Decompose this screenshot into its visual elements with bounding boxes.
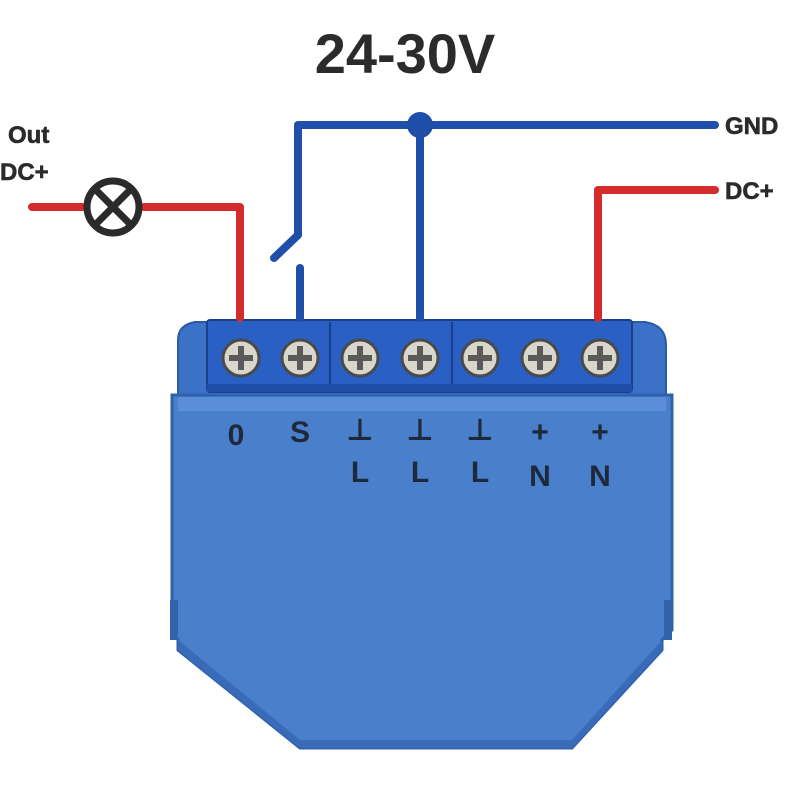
wiring <box>28 112 719 322</box>
out-dc-plus-label: DC+ <box>0 159 49 186</box>
module-body-band <box>178 397 666 411</box>
terminal-label-top: ⊥ <box>346 414 373 447</box>
dc-plus-wire <box>594 186 719 322</box>
terminal-screw-icon <box>520 338 560 378</box>
output-wire <box>140 203 244 322</box>
out-label: Out <box>8 122 49 149</box>
voltage-title: 24-30V <box>315 22 496 85</box>
terminal-label-bottom: L <box>471 456 489 489</box>
switch-contact-icon <box>270 231 304 322</box>
terminal-label-top: ⊥ <box>466 414 493 447</box>
gnd-label: GND <box>725 113 778 140</box>
module-right-notch <box>664 600 672 640</box>
module-left-notch <box>170 600 178 640</box>
terminal-label-bottom: N <box>529 460 551 493</box>
switch-feed-wire <box>294 121 424 239</box>
junction-dot-icon <box>407 112 433 138</box>
terminal-block-edge <box>207 384 632 392</box>
terminal-label-bottom: N <box>589 460 611 493</box>
terminal-label-bottom: L <box>411 456 429 489</box>
terminal-label-bottom: L <box>351 456 369 489</box>
terminal-label-top: ⊥ <box>406 414 433 447</box>
terminal-label-top: 0 <box>228 419 245 452</box>
terminal-screw-icon <box>221 338 261 378</box>
terminal-label-top: + <box>591 416 609 449</box>
terminal-screw-icon <box>460 338 500 378</box>
terminal-screw-icon <box>280 338 320 378</box>
terminal-label-top: + <box>531 416 549 449</box>
terminal-label-top: S <box>290 416 310 449</box>
lamp-symbol-icon <box>83 177 143 237</box>
terminal-screws <box>221 338 620 378</box>
terminal-screw-icon <box>580 338 620 378</box>
relay-module <box>170 319 674 750</box>
dc-plus-label: DC+ <box>725 178 774 205</box>
terminal-screw-icon <box>340 338 380 378</box>
terminal-screw-icon <box>400 338 440 378</box>
terminal-labels: 0 S ⊥ ⊥ ⊥ + + L L L N N <box>228 414 611 493</box>
